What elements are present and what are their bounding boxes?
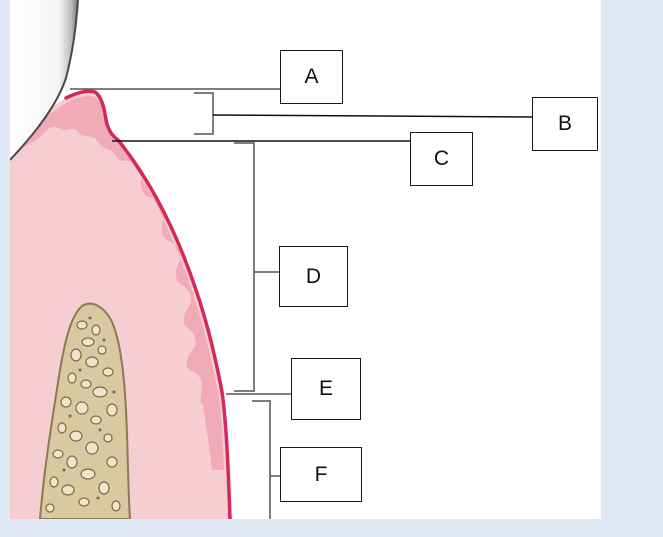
label-box-a: A (280, 50, 343, 104)
tooth-outline (10, 0, 79, 161)
epithelium-band (14, 96, 224, 471)
gingival-margin-line (64, 89, 232, 519)
label-box-b: B (532, 97, 598, 151)
bracket-d (234, 142, 255, 392)
label-box-d: D (279, 246, 348, 307)
leader-b (212, 114, 533, 118)
bracket-f (252, 400, 271, 519)
leader-lines (70, 88, 533, 519)
label-box-f: F (280, 447, 362, 502)
tooth-crown (10, 0, 78, 160)
label-box-c: C (410, 132, 473, 186)
label-box-e: E (291, 358, 361, 420)
bracket-b (194, 92, 214, 135)
bone-trabeculae (45, 320, 121, 513)
bone-dots (62, 316, 116, 500)
